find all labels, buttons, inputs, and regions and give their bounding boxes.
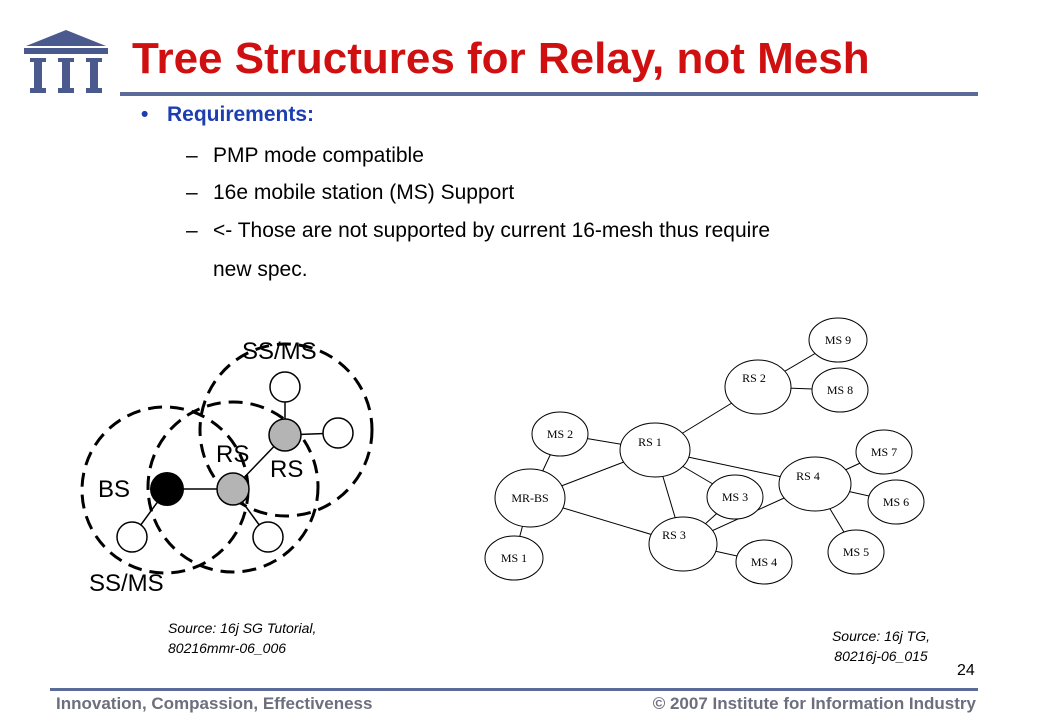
label-rs-center: RS: [216, 441, 249, 468]
rs-node-upper: [268, 418, 302, 452]
title-divider: [120, 92, 978, 96]
relay-network-diagram: RS 2 MS 9 MS 8 MS 2 RS 1 MS 7 RS 4 MR-BS…: [484, 317, 925, 585]
node-ms4: [735, 539, 793, 585]
coverage-circle-center-rs: [146, 400, 320, 574]
node-ms6: [867, 479, 925, 525]
node-ms5: [827, 529, 885, 575]
node-ms9: [808, 317, 868, 363]
left-caption-line2: 80216mmr-06_006: [168, 640, 287, 657]
sub-item-dash: –: [186, 219, 198, 242]
right-caption-line2: 80216j-06_015: [834, 648, 928, 665]
node-ms1: [484, 535, 544, 581]
node-mr-bs: [494, 468, 566, 528]
node-label-ms1: MS 1: [501, 551, 527, 565]
slide-title: Tree Structures for Relay, not Mesh: [132, 34, 870, 83]
node-rs2: [724, 359, 792, 415]
left-diagram-caption: Source: 16j SG Tutorial, 80216mmr-06_006: [168, 618, 316, 659]
sub-item-dash: –: [186, 144, 198, 167]
sub-item-not-supported: –<- Those are not supported by current 1…: [186, 220, 770, 241]
node-label-rs2: RS 2: [742, 371, 766, 385]
sub-item-continuation: new spec.: [186, 259, 308, 280]
sub-item-text: new spec.: [213, 258, 308, 281]
sub-item-ms-support: –16e mobile station (MS) Support: [186, 182, 514, 203]
requirements-heading: • Requirements:: [141, 103, 314, 127]
node-label-ms7: MS 7: [871, 445, 897, 459]
label-bs: BS: [98, 476, 130, 503]
left-caption-line1: Source: 16j SG Tutorial,: [168, 620, 317, 636]
sub-item-pmp: –PMP mode compatible: [186, 145, 424, 166]
node-label-mr-bs: MR-BS: [511, 491, 548, 505]
node-rs1: [619, 422, 691, 478]
ss-ms-node: [116, 521, 148, 553]
bullet-symbol: •: [141, 103, 149, 126]
node-label-ms8: MS 8: [827, 383, 853, 397]
node-label-ms2: MS 2: [547, 427, 573, 441]
rs-node-center: [216, 472, 250, 506]
label-ss-ms-top: SS/MS: [242, 338, 317, 365]
institute-logo-icon: [24, 30, 108, 93]
node-ms7: [855, 429, 913, 475]
node-ms2: [531, 411, 589, 457]
node-label-rs1: RS 1: [638, 435, 662, 449]
node-label-rs4: RS 4: [796, 469, 820, 483]
label-rs-upper: RS: [270, 456, 303, 483]
label-ss-ms-bottom: SS/MS: [89, 570, 164, 595]
ss-ms-node: [252, 521, 284, 553]
node-label-ms9: MS 9: [825, 333, 851, 347]
node-label-rs3: RS 3: [662, 528, 686, 542]
sub-item-text: <- Those are not supported by current 16…: [213, 219, 771, 242]
node-rs4: [778, 456, 852, 512]
node-label-ms6: MS 6: [883, 495, 909, 509]
node-label-ms5: MS 5: [843, 545, 869, 559]
right-caption-line1: Source: 16j TG,: [831, 628, 931, 644]
ss-ms-node: [322, 417, 354, 449]
page-number: 24: [957, 662, 975, 679]
node-ms8: [811, 367, 869, 413]
sub-item-dash: –: [186, 181, 198, 204]
footer-tagline: Innovation, Compassion, Effectiveness: [56, 694, 373, 713]
bs-node: [150, 472, 184, 506]
node-label-ms3: MS 3: [722, 490, 748, 504]
coverage-circle-upper-rs: [198, 342, 374, 518]
footer-copyright: © 2007 Institute for Information Industr…: [652, 694, 976, 713]
node-label-ms4: MS 4: [751, 555, 777, 569]
requirements-label: Requirements:: [167, 103, 315, 126]
right-diagram-caption: Source: 16j TG, 80216j-06_015: [814, 626, 948, 667]
node-rs3: [648, 516, 718, 572]
footer-divider: [50, 688, 978, 691]
node-ms3: [706, 474, 764, 520]
sub-item-text: PMP mode compatible: [213, 144, 424, 167]
sub-item-text: 16e mobile station (MS) Support: [213, 181, 515, 204]
relay-coverage-diagram: SS/MS BS RS RS SS/MS: [80, 338, 374, 595]
ss-ms-node: [269, 371, 301, 403]
